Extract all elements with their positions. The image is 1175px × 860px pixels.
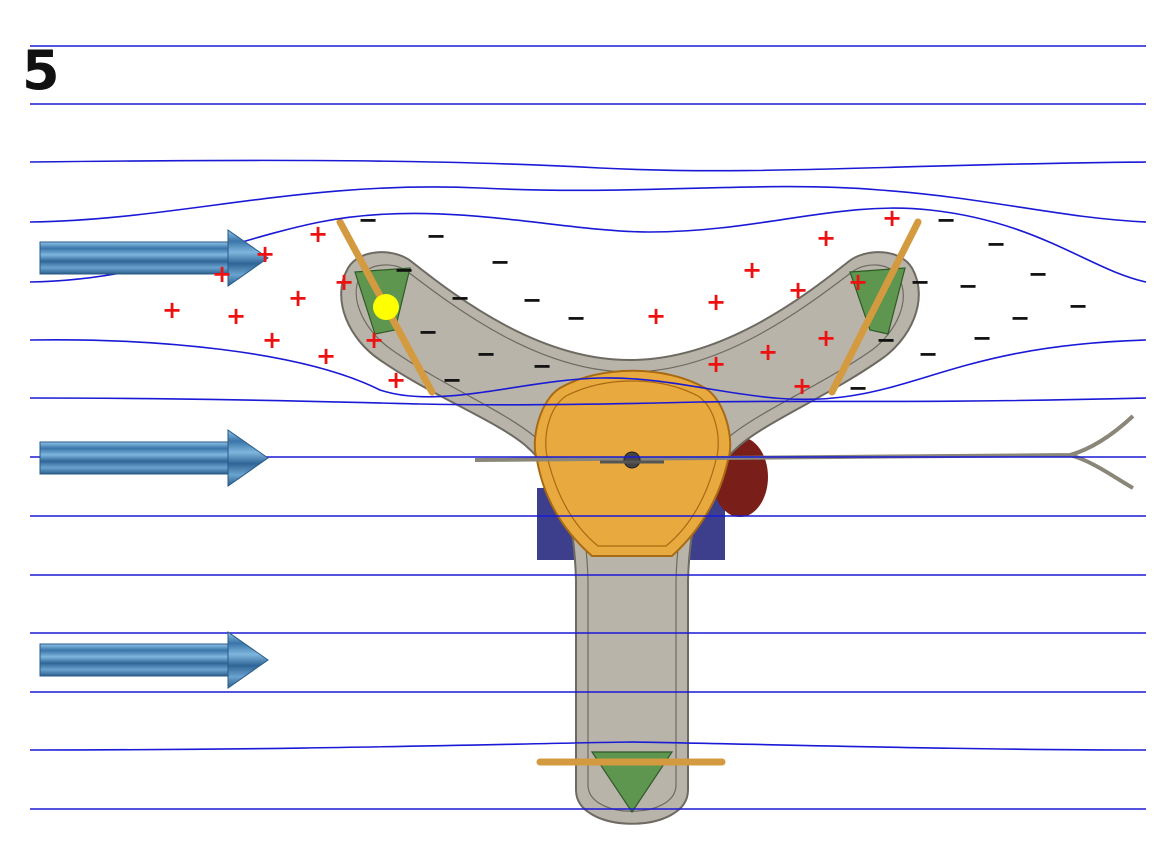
plus-sign: +	[816, 224, 836, 252]
plus-sign: +	[742, 256, 762, 284]
plus-sign: +	[334, 268, 354, 296]
pod-bottom	[590, 751, 674, 814]
plus-sign: +	[288, 284, 308, 312]
minus-sign: −	[358, 206, 378, 234]
minus-sign: −	[876, 326, 896, 354]
minus-sign: −	[958, 272, 978, 300]
plus-sign: +	[706, 288, 726, 316]
minus-sign: −	[476, 340, 496, 368]
streamline	[29, 185, 1147, 223]
minus-sign: −	[442, 366, 462, 394]
plus-sign: +	[226, 302, 246, 330]
minus-sign: −	[394, 256, 414, 284]
minus-sign: −	[522, 286, 542, 314]
streamline	[29, 397, 1147, 406]
minus-sign: −	[848, 374, 868, 402]
marker-dot-icon	[373, 294, 399, 320]
plus-sign: +	[788, 276, 808, 304]
negative-pressure-signs: −−−−−−−−−−−−−−−−−−−−−−	[358, 206, 1088, 402]
minus-sign: −	[918, 340, 938, 368]
plus-sign: +	[364, 326, 384, 354]
plus-sign: +	[758, 338, 778, 366]
minus-sign: −	[450, 284, 470, 312]
flow-arrows	[39, 229, 269, 689]
plus-sign: +	[255, 240, 275, 268]
rod-right	[828, 218, 922, 396]
streamlines	[29, 159, 1147, 810]
plus-sign: +	[308, 220, 328, 248]
plus-sign: +	[316, 342, 336, 370]
minus-sign: −	[1068, 292, 1088, 320]
plus-sign: +	[848, 268, 868, 296]
plus-sign: +	[646, 302, 666, 330]
plus-sign: +	[262, 326, 282, 354]
minus-sign: −	[972, 324, 992, 352]
plus-sign: +	[792, 372, 812, 400]
minus-sign: −	[426, 222, 446, 250]
minus-sign: −	[490, 248, 510, 276]
minus-sign: −	[532, 352, 552, 380]
plus-sign: +	[212, 260, 232, 288]
streamline	[29, 339, 1147, 401]
vessel-body	[336, 218, 1135, 825]
plus-sign: +	[816, 324, 836, 352]
minus-sign: −	[418, 318, 438, 346]
hub-axle	[623, 451, 641, 469]
positive-pressure-signs: ++++++++++++++++++++++	[162, 204, 902, 400]
streamline	[29, 741, 1147, 751]
minus-sign: −	[986, 230, 1006, 258]
plus-sign: +	[706, 350, 726, 378]
streamline	[29, 159, 1147, 172]
minus-sign: −	[936, 206, 956, 234]
frame-number: 5	[22, 39, 60, 102]
plus-sign: +	[882, 204, 902, 232]
flow-arrow-icon	[39, 631, 269, 689]
frame-rules	[30, 45, 1146, 105]
minus-sign: −	[910, 268, 930, 296]
plus-sign: +	[386, 366, 406, 394]
flow-arrow-icon	[39, 229, 269, 287]
minus-sign: −	[566, 304, 586, 332]
flow-arrow-icon	[39, 429, 269, 487]
minus-sign: −	[1010, 304, 1030, 332]
minus-sign: −	[1028, 260, 1048, 288]
plus-sign: +	[162, 296, 182, 324]
